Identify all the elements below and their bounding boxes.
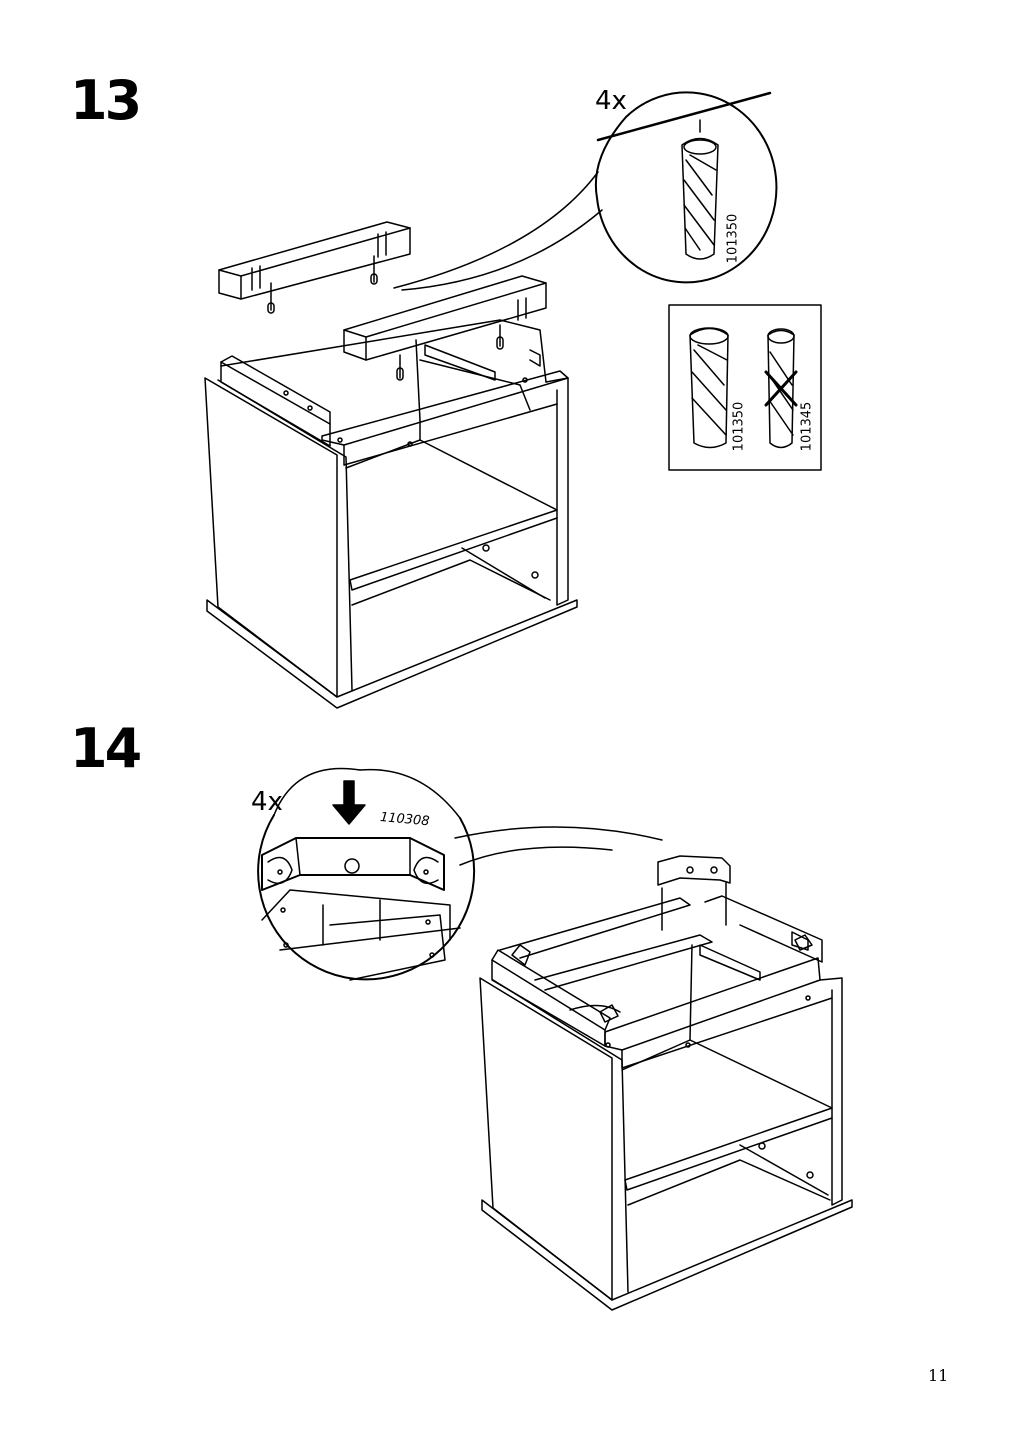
wooden-dowel-icon <box>682 120 718 259</box>
step-13-cabinet <box>205 320 577 708</box>
step-14-bracket-part <box>658 856 730 930</box>
step-13-number: 13 <box>70 69 142 132</box>
step-13-quantity: 4x <box>595 86 627 116</box>
step-13-top-rails <box>219 222 546 380</box>
correct-dowel-icon <box>690 328 728 448</box>
step-14-number: 14 <box>70 717 142 780</box>
cross-mark-icon <box>766 372 796 405</box>
page-number: 11 <box>928 1366 949 1385</box>
step-13-detail-callout <box>394 92 776 290</box>
step-14-cabinet <box>480 896 852 1310</box>
step-14-detail-callout <box>258 768 662 980</box>
corner-bracket-icon <box>262 838 444 890</box>
down-arrow-icon <box>333 781 365 824</box>
step-14-quantity: 4x <box>251 787 283 817</box>
dowel-comparison-box <box>669 305 821 470</box>
